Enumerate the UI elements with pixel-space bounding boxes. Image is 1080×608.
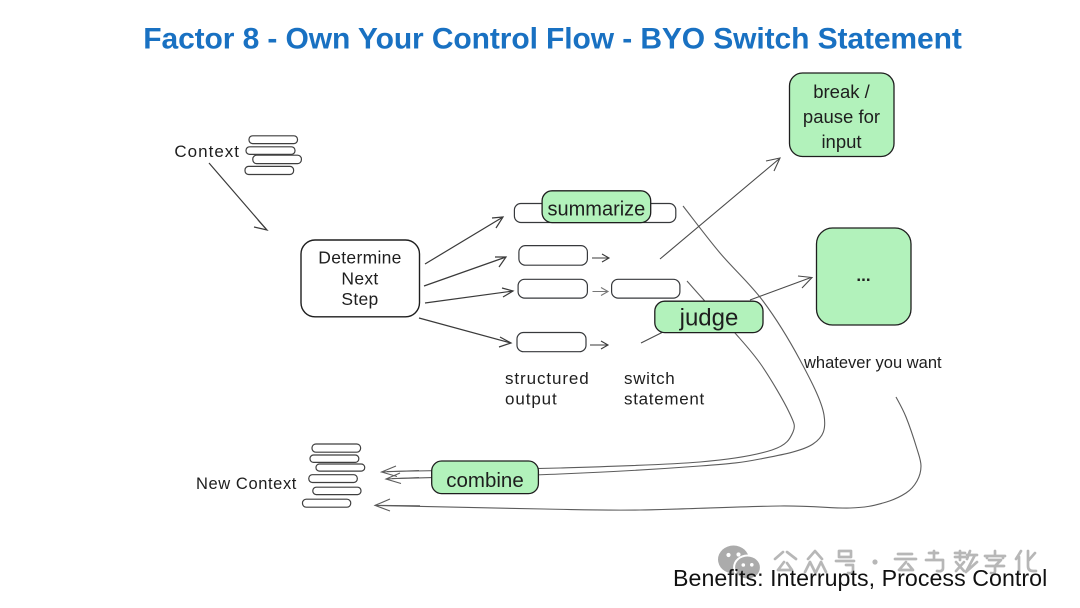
- svg-text:output: output: [505, 390, 558, 409]
- svg-text:pause for: pause for: [803, 106, 880, 127]
- svg-text:Next: Next: [341, 268, 378, 288]
- svg-text:switch: switch: [624, 369, 675, 388]
- svg-text:Determine: Determine: [318, 248, 401, 268]
- svg-text:Factor 8 - Own Your Control Fl: Factor 8 - Own Your Control Flow - BYO S…: [143, 23, 962, 56]
- svg-text:input: input: [821, 131, 861, 152]
- svg-text:...: ...: [856, 266, 870, 285]
- svg-text:judge: judge: [679, 305, 739, 332]
- svg-text:summarize: summarize: [548, 199, 646, 221]
- svg-text:combine: combine: [446, 469, 524, 492]
- svg-text:Step: Step: [341, 289, 378, 309]
- svg-text:Context: Context: [174, 142, 240, 161]
- svg-text:statement: statement: [624, 390, 705, 409]
- svg-text:Benefits: Interrupts, Process: Benefits: Interrupts, Process Control: [673, 565, 1047, 591]
- svg-text:whatever you want: whatever you want: [803, 354, 942, 372]
- svg-text:break /: break /: [813, 81, 870, 102]
- svg-text:structured: structured: [505, 369, 590, 388]
- svg-text:New Context: New Context: [196, 475, 297, 493]
